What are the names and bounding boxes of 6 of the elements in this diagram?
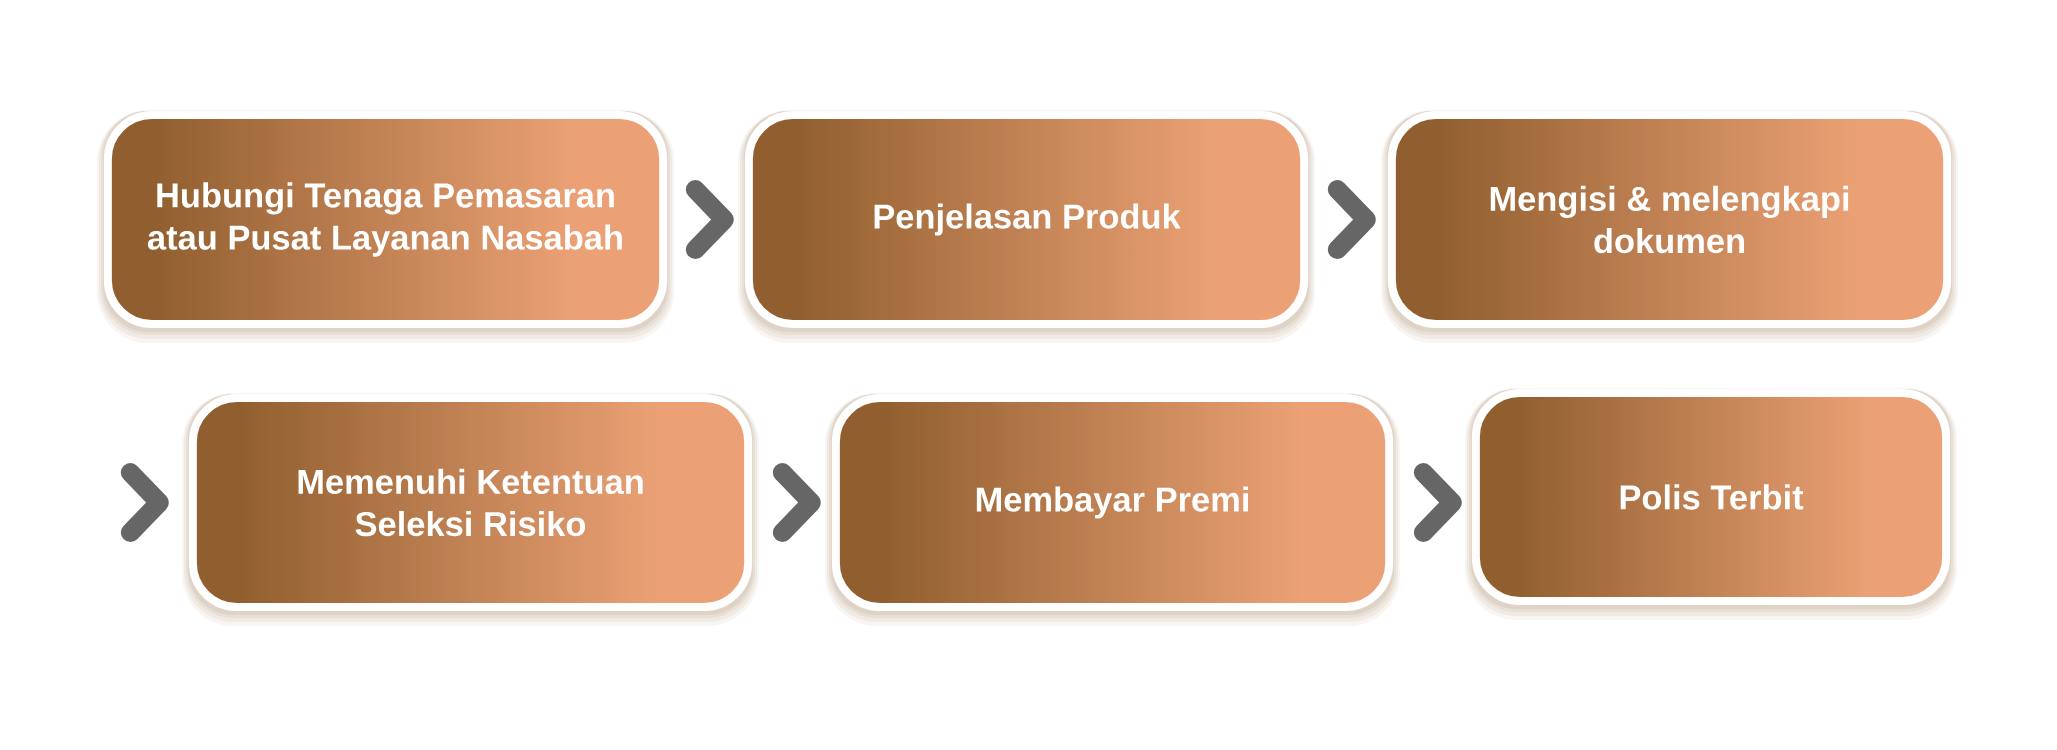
process-box: Memenuhi Ketentuan Seleksi Risiko xyxy=(182,393,759,626)
process-box: Polis Terbit xyxy=(1465,388,1957,620)
process-box: Mengisi & melengkapi dokumen xyxy=(1381,110,1958,343)
process-box: Membayar Premi xyxy=(825,393,1400,626)
process-box: Penjelasan Produk xyxy=(738,110,1315,343)
process-box: Hubungi Tenaga Pemasaran atau Pusat Layanan Nasabah xyxy=(97,110,674,343)
